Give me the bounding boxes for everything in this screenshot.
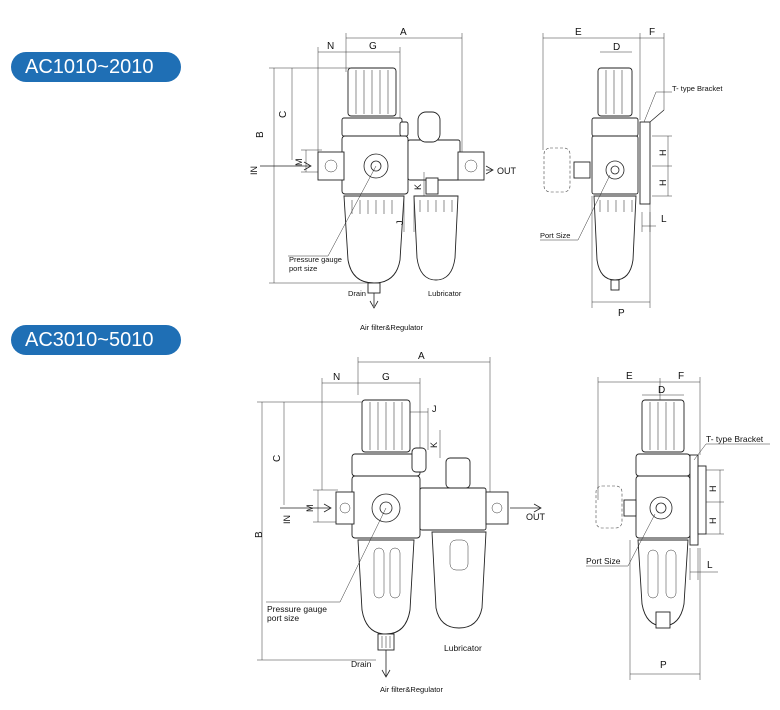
- port-size-label: Port Size: [540, 231, 570, 240]
- caption-air-filter-regulator: Air filter&Regulator: [380, 685, 443, 694]
- dim-label-f: F: [678, 371, 684, 382]
- dim-label-h-lower: H: [708, 518, 718, 525]
- model-badge-ac1010-2010: AC1010~2010: [11, 52, 181, 82]
- lubricator-label: Lubricator: [428, 289, 462, 298]
- drawing-ac1010-main-view: A N G B C M: [249, 27, 517, 332]
- dim-label-b: B: [254, 531, 265, 538]
- dim-label-m: M: [294, 159, 304, 167]
- dim-label-p: P: [618, 308, 625, 319]
- dim-label-h-upper: H: [658, 150, 668, 157]
- dim-label-n: N: [333, 372, 340, 383]
- port-size-label: Port Size: [586, 556, 621, 566]
- dim-label-g: G: [369, 41, 377, 52]
- pressure-gauge-label-line2: port size: [289, 264, 317, 273]
- dim-label-e: E: [626, 371, 633, 382]
- dim-label-h-upper: H: [708, 486, 718, 493]
- dim-label-k: K: [429, 442, 439, 448]
- dim-label-l: L: [707, 560, 713, 571]
- dim-label-p: P: [660, 660, 667, 671]
- in-label: IN: [249, 166, 259, 175]
- dim-label-c: C: [278, 111, 289, 118]
- model-badge-ac3010-5010: AC3010~5010: [11, 325, 181, 355]
- drawing-ac1010-side-view: E F D H H L: [540, 27, 723, 319]
- out-label: OUT: [497, 166, 517, 176]
- dim-label-j: J: [395, 221, 405, 226]
- lubricator-label: Lubricator: [444, 643, 482, 653]
- caption-air-filter-regulator: Air filter&Regulator: [360, 323, 423, 332]
- dim-label-d: D: [613, 42, 620, 53]
- dim-label-a: A: [418, 351, 425, 362]
- dim-label-f: F: [649, 27, 655, 38]
- drawing-ac3010-main-view: A N G B C M: [254, 351, 546, 694]
- dim-label-j: J: [432, 404, 437, 414]
- t-type-bracket-label: T- type Bracket: [672, 84, 723, 93]
- dim-label-b: B: [255, 131, 266, 138]
- dim-label-l: L: [661, 214, 667, 225]
- dim-label-d: D: [658, 385, 665, 396]
- dim-label-k: K: [413, 184, 423, 190]
- dim-label-a: A: [400, 27, 407, 38]
- dim-label-g: G: [382, 372, 390, 383]
- pressure-gauge-label-line1: Pressure gauge: [289, 255, 342, 264]
- t-type-bracket-label: T- type Bracket: [706, 434, 764, 444]
- dim-label-h-lower: H: [658, 180, 668, 187]
- in-label: IN: [282, 515, 292, 524]
- drain-label: Drain: [351, 659, 372, 669]
- drain-label: Drain: [348, 289, 366, 298]
- out-label: OUT: [526, 512, 546, 522]
- drawing-ac3010-side-view: E F D H H L: [586, 371, 770, 680]
- pressure-gauge-label-line2: port size: [267, 613, 299, 623]
- dim-label-e: E: [575, 27, 582, 38]
- dim-label-n: N: [327, 41, 334, 52]
- pressure-gauge-label-line1: Pressure gauge: [267, 604, 327, 614]
- dim-label-c: C: [272, 455, 283, 462]
